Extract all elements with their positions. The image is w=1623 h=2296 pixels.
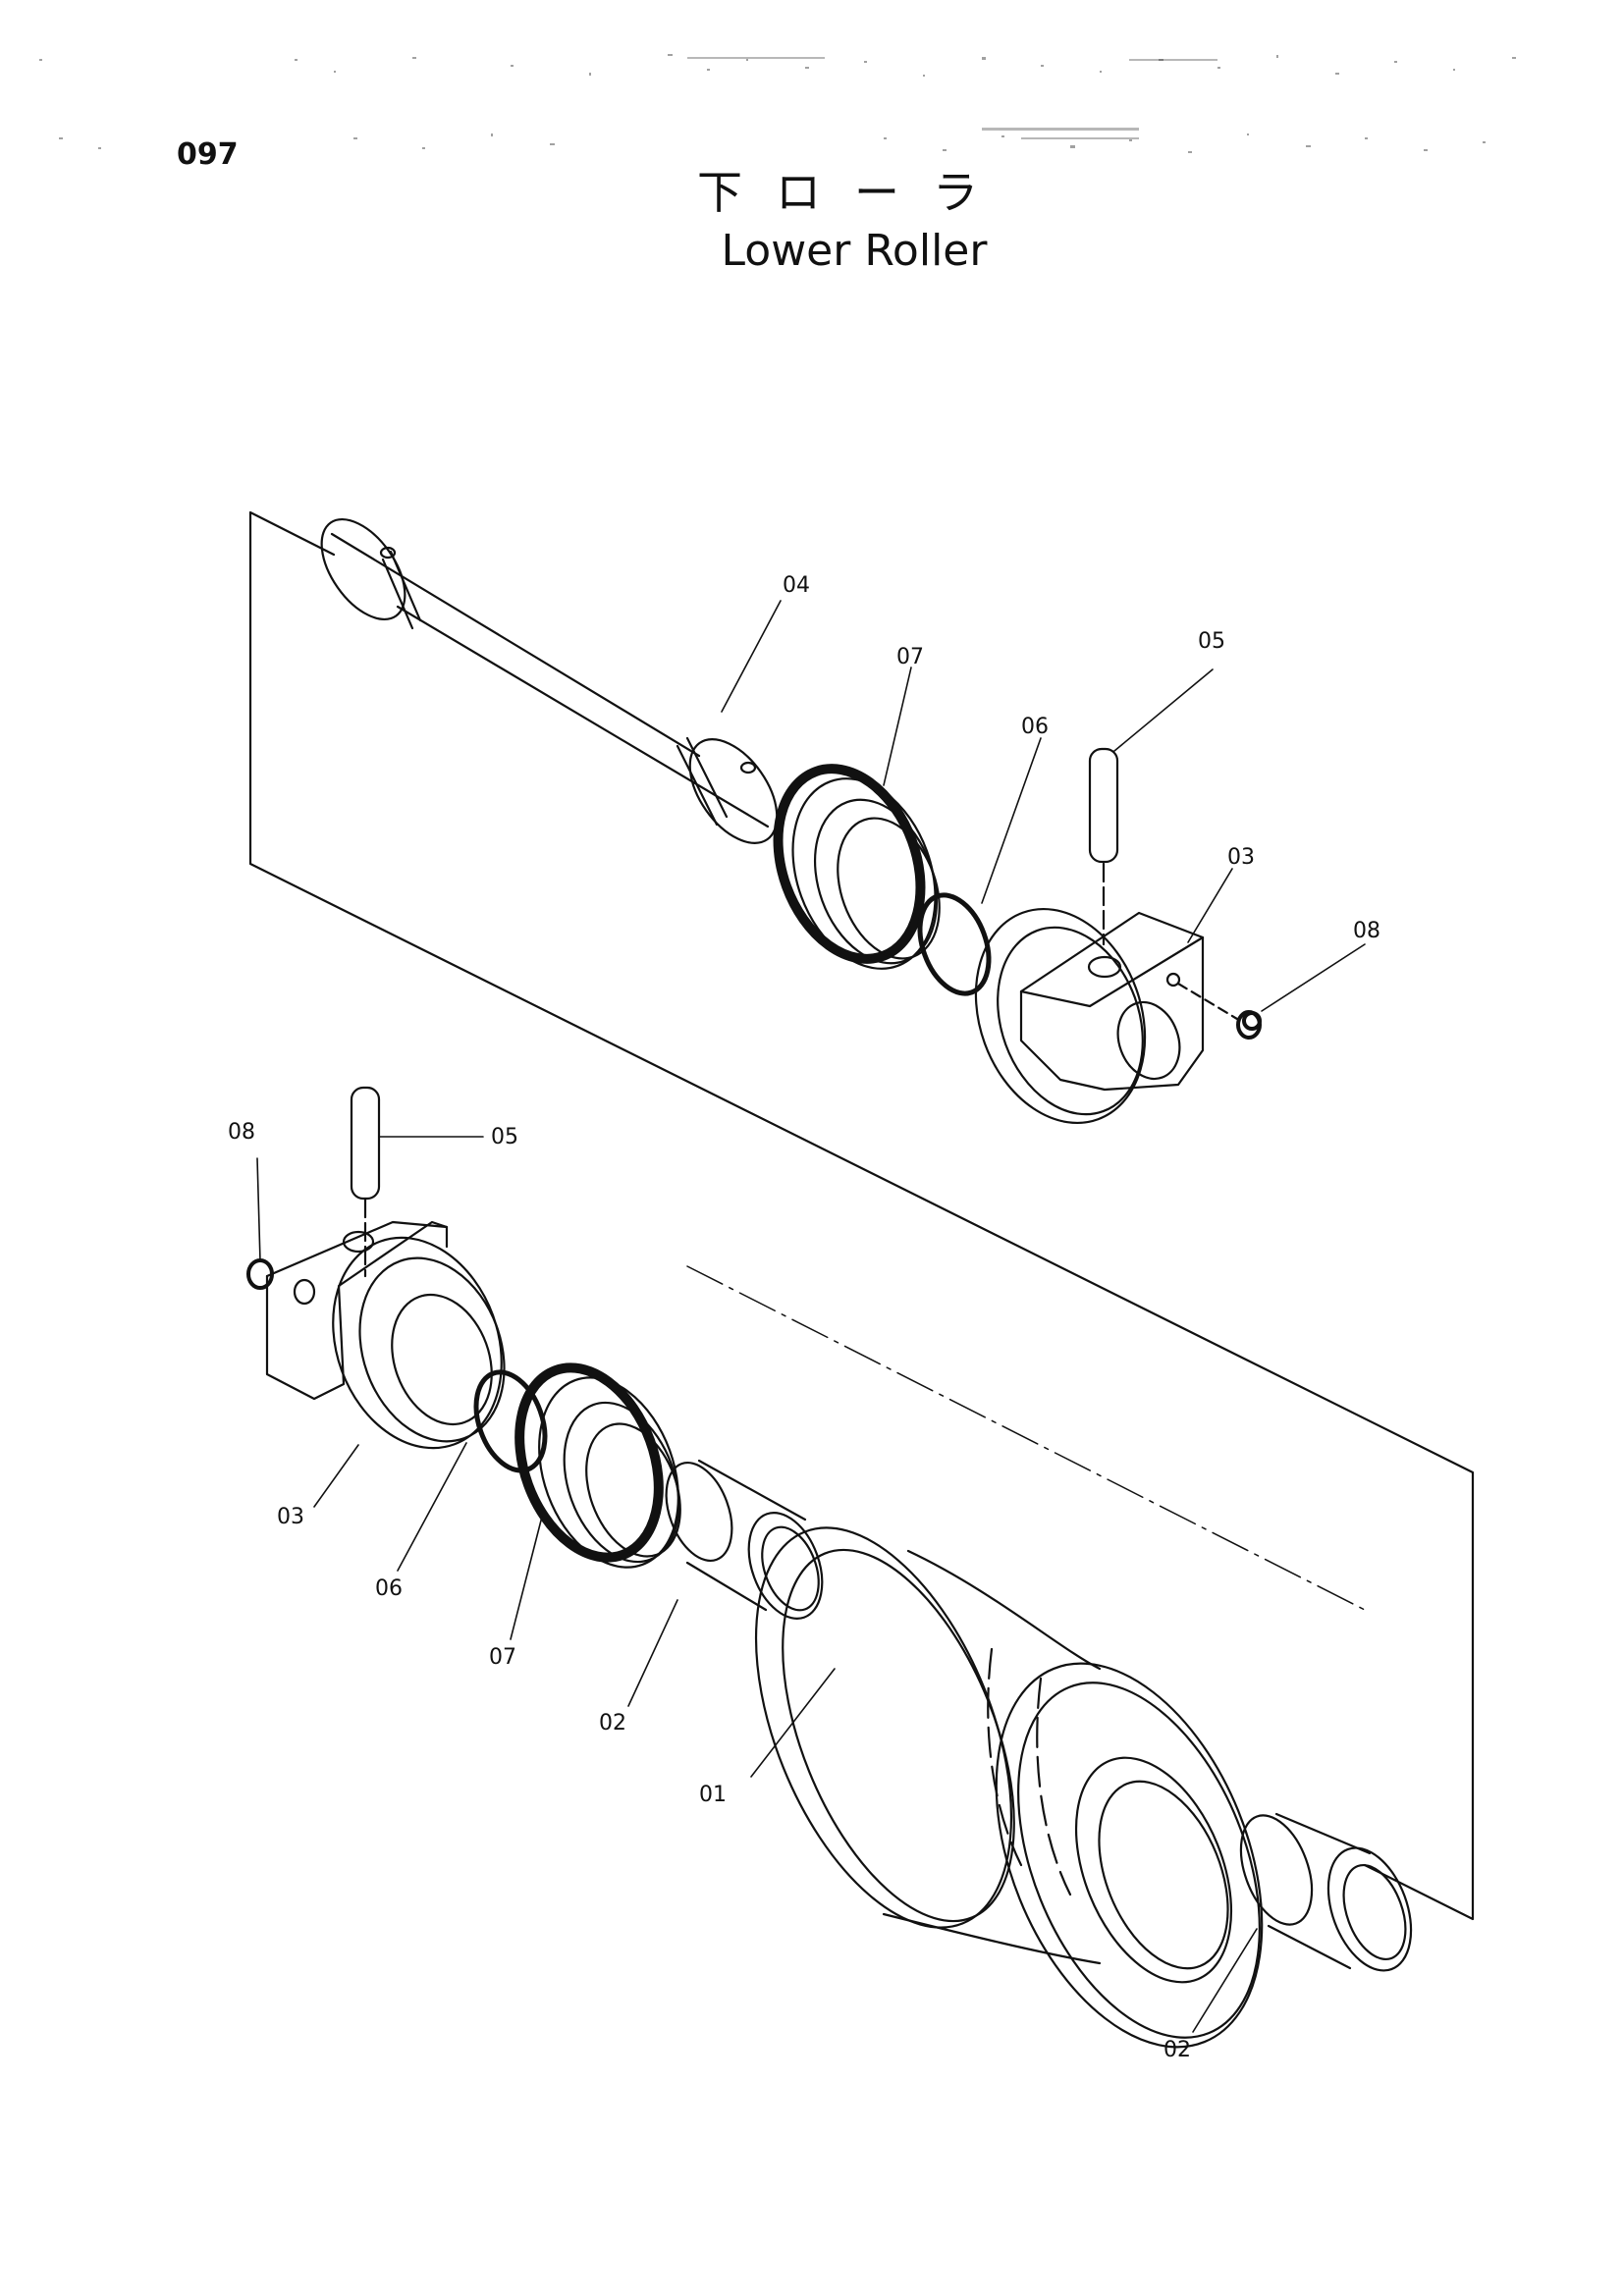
title-japanese: 下ローラ: [697, 166, 1011, 219]
floating-seal-part-07-lower: [514, 1362, 681, 1569]
center-axis-line: [686, 1265, 1366, 1611]
callout-05-upper: 05: [1198, 629, 1225, 654]
callout-06-lower: 06: [375, 1576, 403, 1601]
callout-03-lower: 03: [277, 1505, 304, 1529]
page-number: 097: [177, 137, 239, 172]
scan-noise: [39, 54, 1516, 153]
title-english: Lower Roller: [721, 226, 988, 276]
collar-part-03-lower: [265, 1220, 506, 1450]
collar-part-03-upper: [974, 907, 1262, 1125]
callout-07-lower: 07: [489, 1645, 516, 1670]
o-ring-part-06-upper: [917, 892, 992, 996]
callout-03-upper: 03: [1227, 845, 1255, 870]
callout-06-upper: 06: [1021, 715, 1049, 739]
plug-part-08-lower: [246, 1258, 274, 1290]
assembly-frame-line: [248, 510, 1475, 1921]
callout-labels: 04 07 06 05 03 08 05 08 03 06 07 02 01 0…: [228, 573, 1380, 2062]
callout-08-lower: 08: [228, 1120, 255, 1145]
callout-02-left: 02: [599, 1711, 626, 1735]
plug-part-08-upper: [1176, 982, 1262, 1040]
callout-04: 04: [783, 573, 810, 598]
floating-seal-part-07-upper: [773, 764, 941, 970]
callout-08-upper: 08: [1353, 919, 1380, 943]
leader-lines: [256, 600, 1366, 2033]
callout-05-lower: 05: [491, 1125, 518, 1149]
bushing-part-02-left: [665, 1459, 824, 1620]
shaft-part-04: [320, 517, 779, 844]
roller-body-part-01: [754, 1526, 1264, 2049]
bushing-part-02-right: [1239, 1812, 1413, 1972]
pin-part-05-lower: [350, 1086, 381, 1278]
callout-02-right: 02: [1163, 2038, 1191, 2062]
callout-07-upper: 07: [896, 645, 924, 669]
callout-01: 01: [699, 1783, 727, 1807]
pin-part-05-upper: [1088, 747, 1119, 946]
